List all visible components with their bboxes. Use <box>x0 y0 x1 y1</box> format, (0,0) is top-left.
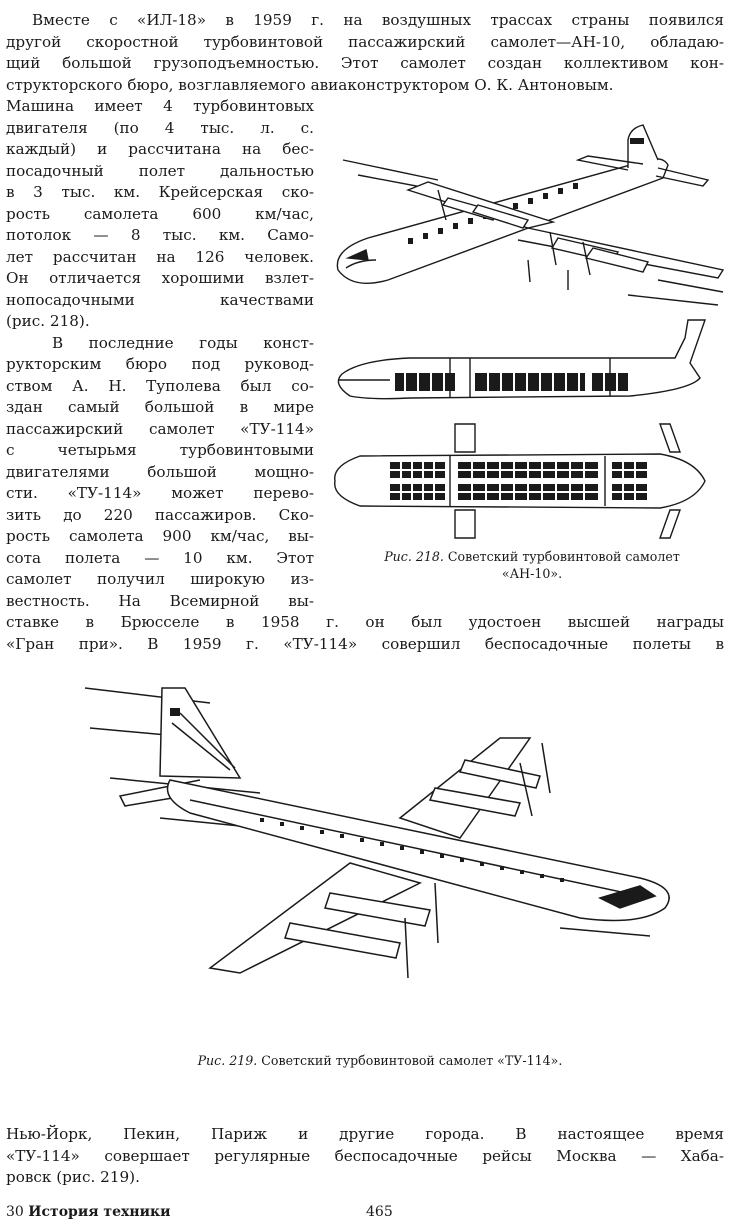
text-line: щий большой грузоподъемностью. Этот само… <box>6 54 724 72</box>
text-line: зить до 220 пассажиров. Ско- <box>6 505 314 524</box>
text-line: каждый) и рассчитана на бес- <box>6 140 314 158</box>
an10-plan-view-illustration <box>330 422 730 540</box>
text-line: пассажирский самолет «ТУ-114» <box>6 419 314 438</box>
text-line: (рис. 218). <box>6 312 90 330</box>
figure-218-caption: Рис. 218. Советский турбовинтовой самоле… <box>334 548 730 582</box>
tu114-illustration <box>80 668 680 1013</box>
text-line: здан самый большой в мире <box>6 398 314 416</box>
signature-number: 30 <box>6 1204 24 1220</box>
text-line: лет рассчитан на 126 человек. <box>6 247 314 266</box>
text-line: Он отличается хорошими взлет- <box>6 269 314 287</box>
wide-continuation: ставке в Брюсселе в 1958 г. он был удост… <box>6 612 724 655</box>
left-column: Машина имеет 4 турбовинтовых двигателя (… <box>6 96 314 612</box>
text-line: нопосадочными качествами <box>6 290 314 309</box>
text-line: двигателя (по 4 тыс. л. с. <box>6 118 314 137</box>
figure-219-caption: Рис. 219. Советский турбовинтовой самоле… <box>60 1052 700 1069</box>
caption-text: Советский турбовинтовой самолет <box>447 549 680 564</box>
text-line: Машина имеет 4 турбовинтовых <box>6 97 314 115</box>
text-line: в 3 тыс. км. Крейсерская ско- <box>6 183 314 201</box>
page-footer: 30 История техники 465 <box>6 1204 724 1220</box>
text-line: с четырьмя турбовинтовыми <box>6 441 314 459</box>
caption-label: Рис. 219. <box>197 1053 258 1068</box>
text-line: ством А. Н. Туполева был со- <box>6 376 314 395</box>
text-line: вестность. На Всемирной вы- <box>6 591 314 610</box>
text-line: сота полета — 10 км. Этот <box>6 548 314 567</box>
text-line: Вместе с «ИЛ-18» в 1959 г. на воздушных … <box>32 11 724 29</box>
text-line: потолок — 8 тыс. км. Само- <box>6 226 314 244</box>
text-line: ставке в Брюсселе в 1958 г. он был удост… <box>6 613 724 631</box>
signature-title: История техники <box>28 1204 171 1220</box>
text-line: ровск (рис. 219). <box>6 1168 140 1186</box>
text-line: другой скоростной турбовинтовой пассажир… <box>6 32 724 51</box>
caption-label: Рис. 218. <box>384 549 444 564</box>
text-line: В последние годы конст- <box>52 333 314 352</box>
page-number: 465 <box>366 1204 393 1220</box>
top-paragraph: Вместе с «ИЛ-18» в 1959 г. на воздушных … <box>6 10 724 96</box>
caption-text: Советский турбовинтовой самолет «ТУ-114»… <box>261 1053 563 1068</box>
text-line: двигателями большой мощно- <box>6 462 314 481</box>
text-line: рость самолета 900 км/час, вы- <box>6 527 314 545</box>
text-line: «Гран при». В 1959 г. «ТУ-114» совершил … <box>6 634 724 653</box>
text-line: Нью-Йорк, Пекин, Париж и другие города. … <box>6 1125 724 1143</box>
an10-side-profile-illustration <box>330 318 730 410</box>
text-line: структорского бюро, возглавляемого авиак… <box>6 75 614 94</box>
text-line: «ТУ-114» совершает регулярные беспосадоч… <box>6 1146 724 1165</box>
an10-perspective-illustration <box>328 120 728 310</box>
caption-text-2: «АН-10». <box>501 566 563 581</box>
text-line: посадочный полет дальностью <box>6 161 314 180</box>
text-line: самолет получил широкую из- <box>6 570 314 588</box>
bottom-paragraph: Нью-Йорк, Пекин, Париж и другие города. … <box>6 1124 724 1189</box>
text-line: рукторским бюро под руковод- <box>6 355 314 373</box>
text-line: рость самолета 600 км/час, <box>6 204 314 223</box>
text-line: сти. «ТУ-114» может перево- <box>6 484 314 502</box>
